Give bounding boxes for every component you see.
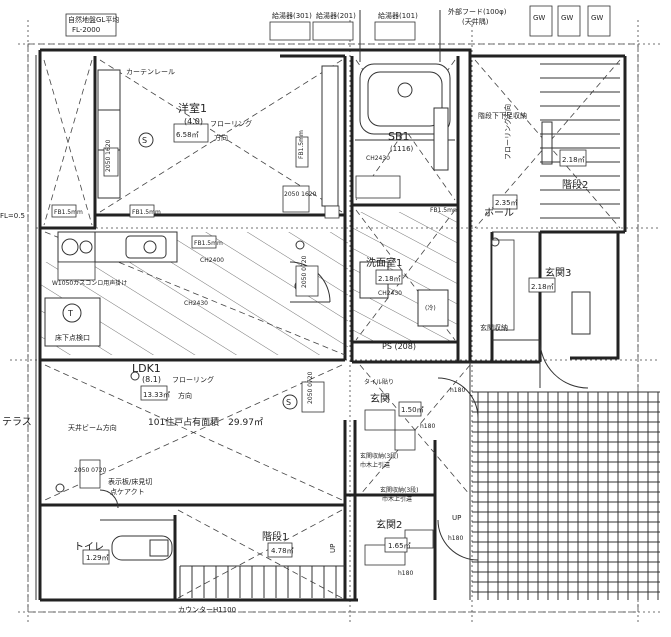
hall-floor-dir: フローリング方向	[503, 104, 512, 160]
entrance-storage-2: 玄関収納(3段)	[360, 452, 399, 460]
ldk-size: (8.1)	[142, 375, 161, 384]
ps-label: PS (208)	[382, 342, 416, 351]
door-c-dim: 2050 0720	[301, 255, 308, 288]
stairs1-name: 階段1	[262, 530, 288, 543]
hood-note-2: (天井隅)	[462, 17, 489, 26]
h180-a: h180	[450, 387, 465, 394]
room-code: CH2400	[200, 257, 224, 264]
display-note: 表示板/床見切	[108, 477, 152, 486]
vent-101: 給湯器(101)	[378, 11, 418, 20]
door-b-dim: 2050 0720	[74, 467, 107, 474]
terrace-grid	[472, 391, 660, 600]
entrance-storage-3: 玄関収納(3段)	[380, 486, 419, 494]
stairs1-area: 4.78㎡	[271, 547, 294, 555]
western-area: 6.58㎡	[176, 131, 199, 139]
toilet-name: トイレ	[74, 542, 104, 553]
dim-d4: FB1.5mm	[298, 130, 305, 159]
bath-size: (1116)	[390, 145, 414, 153]
fl-note: FL-2000	[72, 26, 100, 34]
up-mark-1: UP	[329, 544, 337, 553]
floor-drain-note: 床下点検口	[55, 333, 90, 342]
stair-2-treads	[540, 63, 620, 219]
entrance-floor-note: タイル貼り	[364, 378, 394, 386]
outer-walls	[35, 48, 627, 602]
symbol-s-1: S	[142, 136, 147, 145]
stair-1-treads	[179, 565, 345, 598]
h180-c: h180	[448, 535, 463, 542]
entrance-storage-2b: 巾木上引違	[360, 461, 390, 469]
toilet-fixture	[111, 535, 173, 561]
ldk-name: LDK1	[132, 362, 161, 375]
symbol-t: T	[67, 309, 73, 318]
text-labels: 自然地盤GL平均 FL-2000 給湯器(301) 給湯器(201) 給湯器(1…	[0, 7, 603, 614]
vent-201: 給湯器(201)	[316, 11, 356, 20]
up-mark-2: UP	[452, 514, 461, 522]
entrance-name: 玄関	[370, 392, 390, 405]
dim-d3: FB1.5mm	[194, 240, 223, 247]
entrance2-name: 玄関2	[376, 518, 402, 531]
washroom-area: 2.18㎡	[378, 275, 401, 283]
ceiling-beam-note: 天井ビーム方向	[68, 423, 117, 432]
ldk-area: 13.33㎡	[143, 391, 170, 399]
entrance3-area: 2.18㎡	[531, 283, 554, 291]
ceiling-height-1: CH2430	[184, 300, 208, 307]
dim-d2: FB1.5mm	[132, 209, 161, 216]
washroom-name: 洗面室1	[366, 256, 402, 269]
h180-d: h180	[398, 570, 413, 577]
hall-name: ホール	[484, 207, 514, 219]
entrance3-name: 玄関3	[545, 266, 571, 279]
door-d-dim: 2050 0720	[307, 371, 314, 404]
gas-note: W1050ガスコンロ用声掛け	[52, 279, 127, 287]
dim-d5: FB1.5mm	[430, 207, 459, 214]
hall-column	[491, 121, 591, 335]
western-room-size: (4.0)	[184, 117, 203, 126]
top-tag-c: GW	[591, 14, 603, 22]
interior-walls	[40, 54, 542, 600]
entrance-storage-3b: 巾木上引違	[382, 495, 412, 503]
gl-note: 自然地盤GL平均	[68, 15, 119, 24]
toilet-area: 1.29㎡	[86, 554, 109, 562]
stairs2-area: 2.18㎡	[562, 156, 585, 164]
dimension-chips	[51, 123, 587, 565]
hall-area: 2.35㎡	[495, 199, 518, 207]
display-note-2: 点ケアクト	[110, 488, 145, 496]
stairs2-name: 階段2	[562, 178, 588, 191]
vent-301: 給湯器(301)	[272, 11, 312, 20]
door-a-dim: 2050 1620	[284, 191, 317, 198]
fl-left: FL=0.5	[0, 212, 25, 220]
cold-water-mark: (冷)	[425, 304, 436, 312]
hood-note: 外部フード(100φ)	[448, 7, 507, 16]
top-tag-a: GW	[533, 14, 545, 22]
ldk-floor: フローリング	[172, 375, 214, 384]
entrance2-area: 1.65㎡	[388, 542, 411, 550]
curtain-note: カーテンレール	[126, 68, 175, 76]
western-floor: フローリング	[210, 119, 252, 128]
stairs-down-storage: 階段下下足収納	[478, 111, 527, 120]
top-tags	[65, 5, 611, 62]
western-dir: 方向	[214, 133, 228, 142]
door-e-dim: 2050 1620	[105, 139, 112, 172]
western-room-name: 洋室1	[178, 101, 207, 115]
bottom-note: カウンターH1100	[178, 605, 236, 614]
ceiling-height-3: CH2430	[366, 155, 390, 162]
dim-d1: FB1.5mm	[54, 209, 83, 216]
h180-b: h180	[420, 423, 435, 430]
top-tag-b: GW	[561, 14, 573, 22]
bath-name: SB1	[388, 130, 410, 143]
kitchen-counter	[57, 231, 178, 281]
ceiling-height-2: CH2430	[378, 290, 402, 297]
symbol-s-2: S	[286, 398, 291, 407]
entrance-area: 1.50㎡	[401, 406, 424, 414]
ldk-dir: 方向	[178, 391, 192, 400]
bathtub	[355, 63, 455, 199]
terrace-name: テラス	[2, 416, 32, 428]
entrance-storage-label: 玄関収納	[480, 323, 508, 332]
exclusive-area: 101住戸占有面積 29.97㎡	[148, 416, 263, 428]
